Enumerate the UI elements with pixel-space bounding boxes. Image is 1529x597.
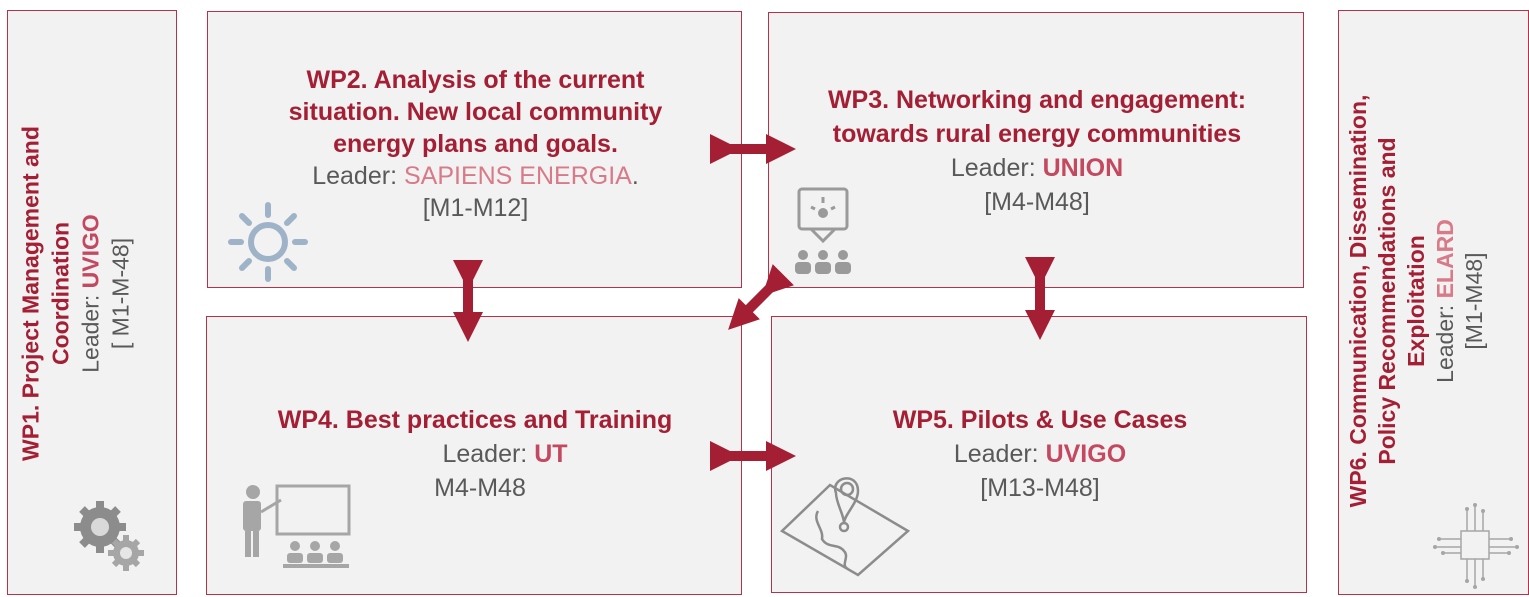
wp1-leader-prefix: Leader: [77,288,104,373]
wp4-text: WP4. Best practices and Training Leader:… [207,403,743,505]
arrow-wp3-wp4 [728,264,794,330]
gears-icon [74,501,144,571]
wp1-title-line2: Coordination [47,221,74,366]
wp3-text: WP3. Networking and engagement: towards … [769,83,1305,219]
sun-icon [228,202,308,282]
wp1-title-line1: WP1. Project Management and [17,126,44,461]
wp2-period: [M1-M12] [422,194,529,222]
wp1-box: WP1. Project Management and Coordination… [7,10,177,595]
map-pin-icon [779,477,911,577]
wp3-leader-prefix: Leader: [950,154,1043,182]
wp6-box: WP6. Communication, Dissemination, Polic… [1338,10,1529,595]
wp4-title: WP4. Best practices and Training [277,406,673,434]
wp4-box: WP4. Best practices and Training Leader:… [206,316,742,595]
wp6-title-line3: Exploitation [1403,235,1429,367]
presentation-audience-icon [795,187,851,274]
wp2-leader-suffix: . [631,162,639,190]
wp6-leader-prefix: Leader: [1432,298,1458,383]
wp5-leader-name: UVIGO [1045,440,1127,468]
wp3-title-line2: towards rural energy communities [832,120,1242,148]
wp2-leader-name: SAPIENS ENERGIA [403,162,632,190]
wp4-leader-prefix: Leader: [442,440,535,468]
wp6-title-line1: WP6. Communication, Dissemination, [1345,94,1371,508]
wp2-box: WP2. Analysis of the current situation. … [207,11,742,288]
wp4-period: M4-M48 [434,474,526,502]
wp5-box: WP5. Pilots & Use Cases Leader: UVIGO [M… [771,316,1307,593]
wp2-title-line1: WP2. Analysis of the current [306,66,645,94]
wp6-title-line2: Policy Recommendations and [1374,137,1400,465]
wp1-leader-name: UVIGO [77,214,104,289]
wp2-title-line2: situation. New local community [288,98,663,126]
circuit-chip-icon [1433,503,1519,589]
training-icon [243,484,351,568]
wp1-text: WP1. Project Management and Coordination… [16,74,171,514]
wp6-period: [M1-M48] [1461,252,1487,350]
wp2-title-line3: energy plans and goals. [333,130,618,158]
wp2-text: WP2. Analysis of the current situation. … [208,64,743,224]
wp3-box: WP3. Networking and engagement: towards … [768,12,1304,288]
wp3-title-line1: WP3. Networking and engagement: [827,86,1247,114]
wp4-leader-name: UT [534,440,568,468]
wp1-period: [ M1-M-48] [107,237,134,350]
wp2-leader-prefix: Leader: [312,162,404,190]
wp5-text: WP5. Pilots & Use Cases Leader: UVIGO [M… [772,403,1308,505]
wp6-leader-name: ELARD [1432,219,1458,299]
wp6-text: WP6. Communication, Dissemination, Polic… [1344,61,1504,541]
wp5-period: [M13-M48] [980,474,1100,502]
wp5-leader-prefix: Leader: [953,440,1046,468]
wp5-title: WP5. Pilots & Use Cases [892,406,1188,434]
wp3-period: [M4-M48] [984,188,1090,216]
wp3-leader-name: UNION [1042,154,1124,182]
